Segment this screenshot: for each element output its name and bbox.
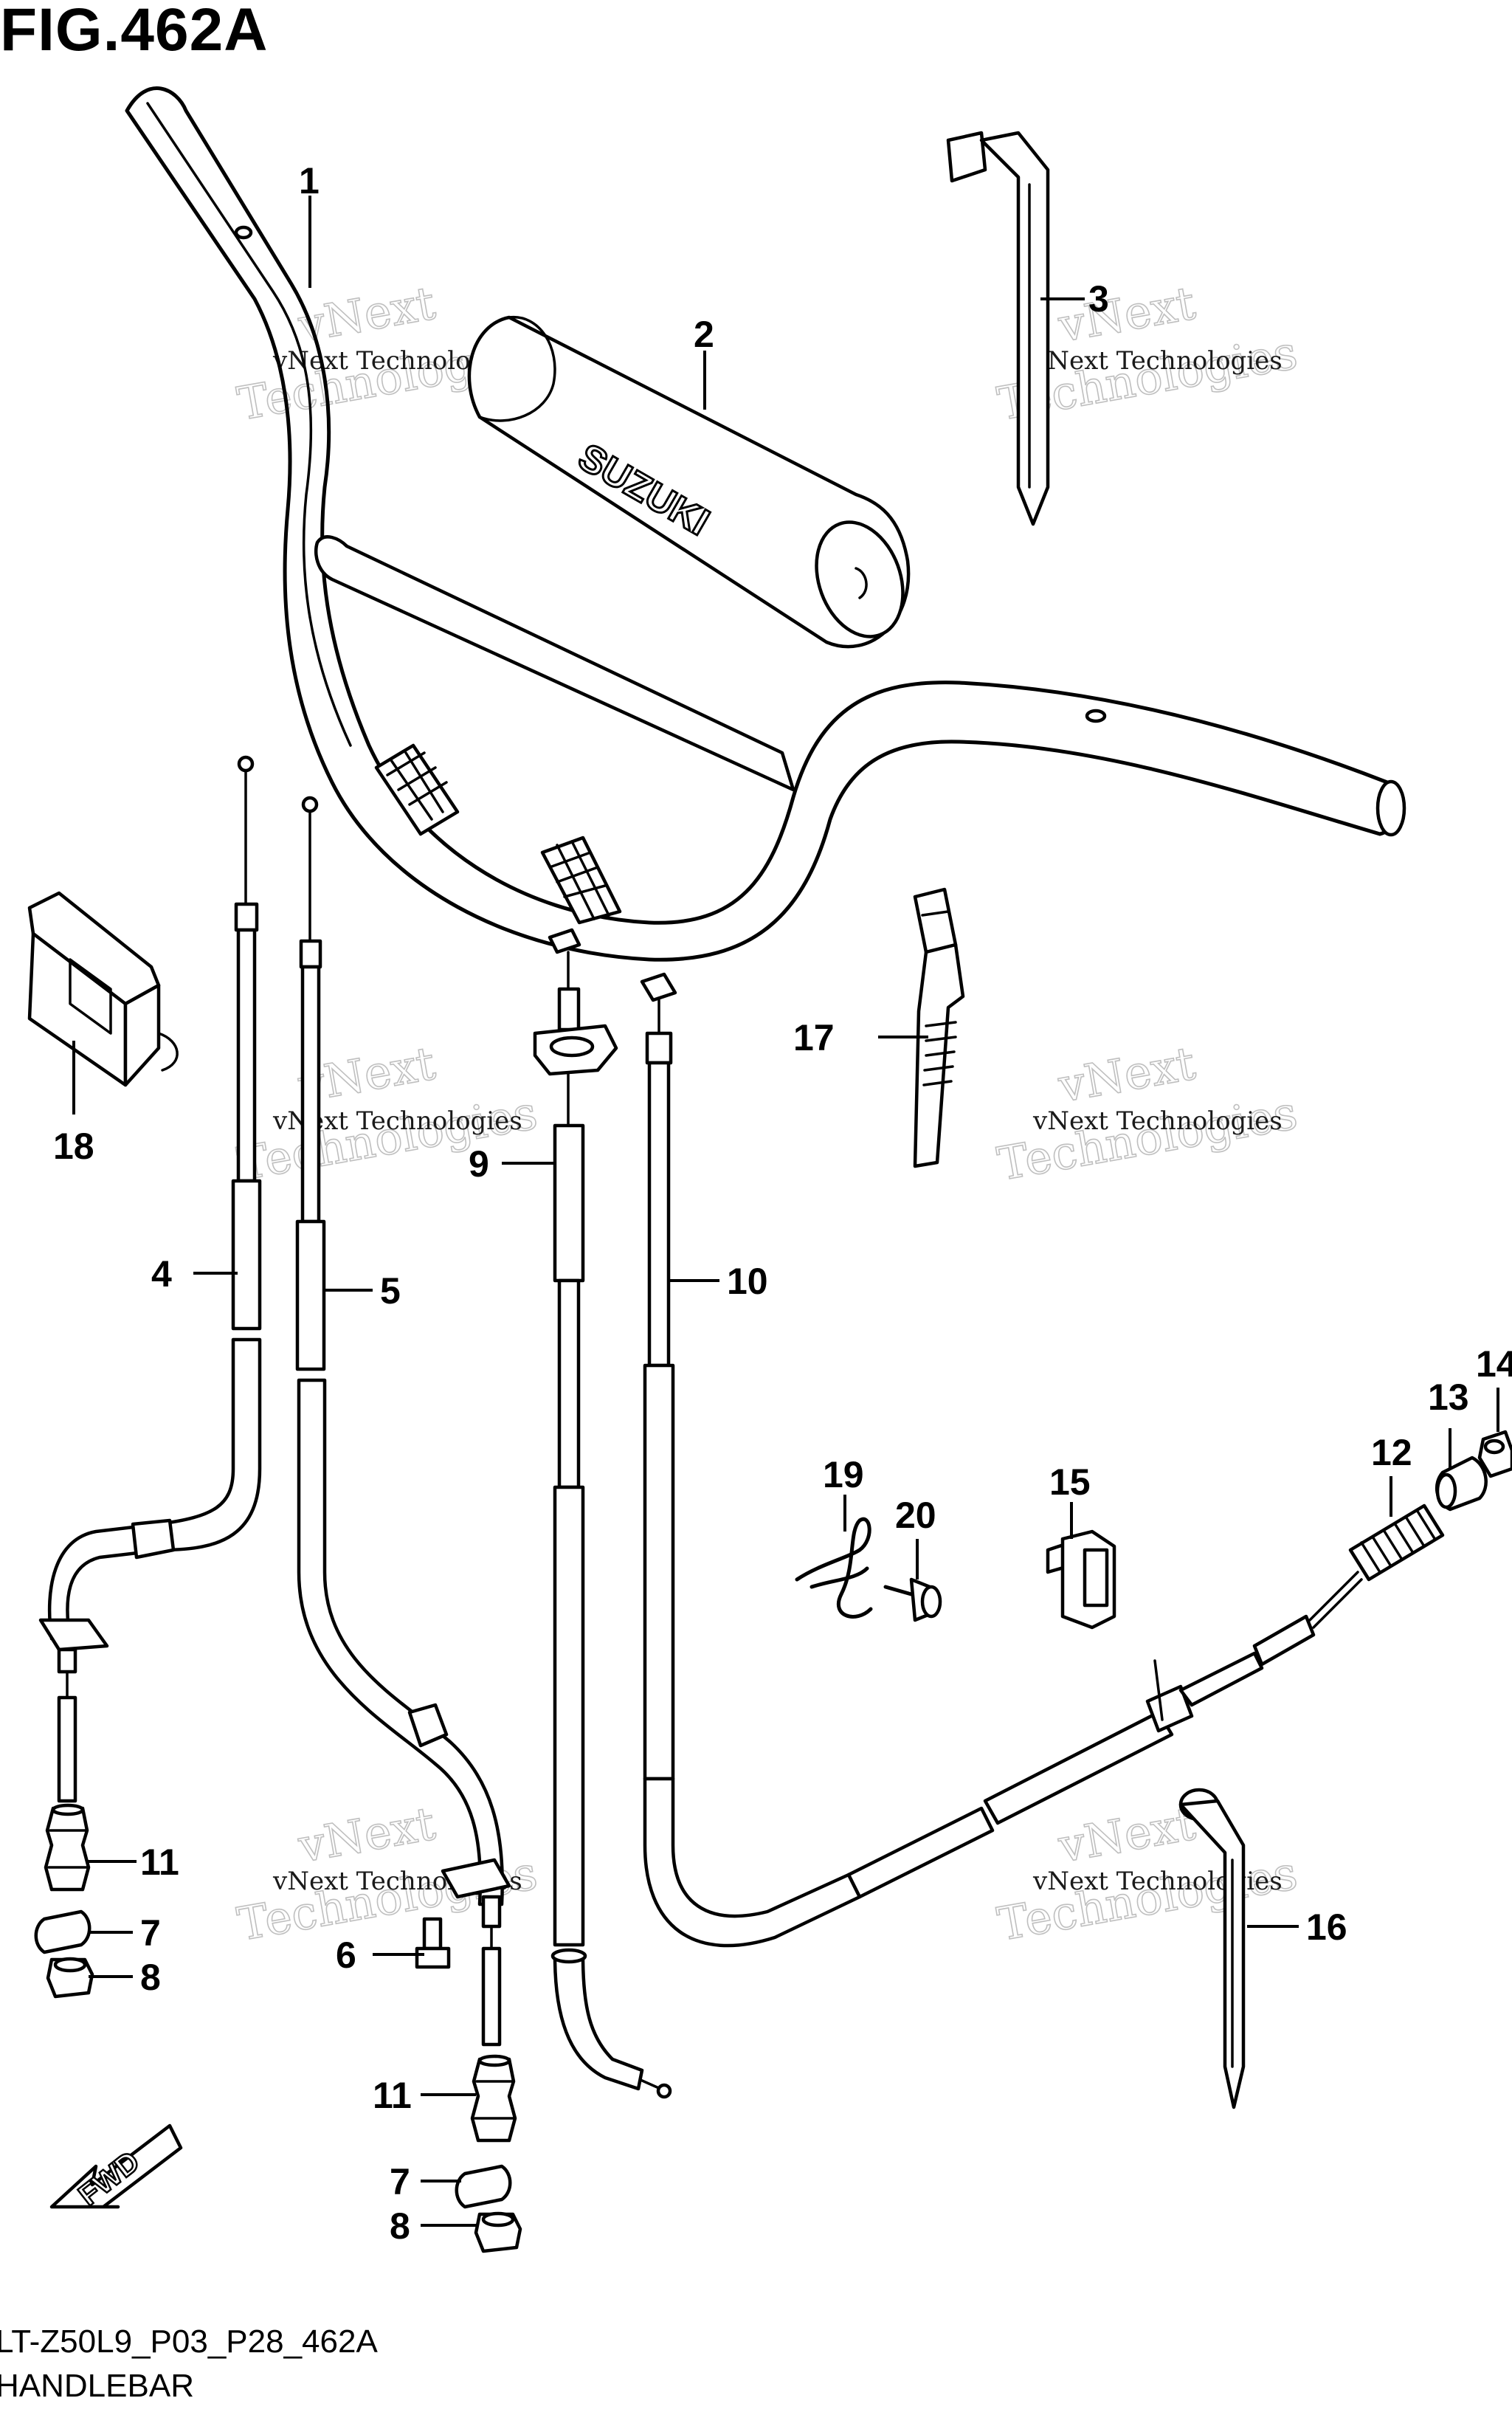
part-2-handlebar-pad: SUZUKI <box>467 315 911 649</box>
callout-8-second: 8 <box>390 2205 410 2247</box>
callout-12: 12 <box>1371 1432 1412 1473</box>
watermark-vnext: vNext <box>1054 1796 1199 1873</box>
callout-14: 14 <box>1476 1343 1512 1385</box>
part-8-nut-left <box>46 1957 94 1999</box>
part-15-clamp <box>1046 1529 1116 1630</box>
callout-18: 18 <box>53 1126 94 1167</box>
watermark-technologies: Technologies <box>233 1086 541 1191</box>
part-6-bolt <box>415 1917 451 1969</box>
callout-labels: 1 2 3 4 5 6 7 8 9 10 11 11 7 8 12 13 14 <box>53 160 1512 2247</box>
part-9-cable <box>533 928 672 2099</box>
callout-2: 2 <box>694 314 714 355</box>
part-12-spring <box>1348 1503 1445 1582</box>
callout-10: 10 <box>727 1261 768 1302</box>
watermark-text: vNext Technologies <box>1032 1106 1283 1136</box>
watermark-vnext: vNext <box>1054 276 1199 353</box>
figure-code: LT-Z50L9_P03_P28_462A <box>0 2323 378 2360</box>
part-18-bracket <box>27 891 179 1087</box>
part-11-boot-left <box>44 1803 91 1892</box>
part-13-collar <box>1435 1455 1488 1512</box>
callout-16: 16 <box>1306 1906 1347 1948</box>
watermark-vnext: vNext <box>294 1796 439 1873</box>
knurl-left <box>374 743 460 836</box>
callout-1: 1 <box>299 160 320 201</box>
part-14-nut <box>1477 1430 1512 1478</box>
figure-name: HANDLEBAR <box>0 2368 194 2404</box>
knurl-right <box>540 836 622 925</box>
part-4-cable <box>47 755 262 1641</box>
callout-9: 9 <box>469 1143 489 1185</box>
callout-15: 15 <box>1049 1461 1091 1503</box>
callout-4: 4 <box>151 1253 172 1295</box>
callout-3: 3 <box>1088 278 1109 320</box>
callout-11: 11 <box>140 1842 179 1883</box>
callout-8: 8 <box>140 1957 161 1998</box>
part-1-handlebar <box>125 86 1406 962</box>
part-3-wire-tie <box>946 131 1050 526</box>
callout-7: 7 <box>140 1912 161 1954</box>
callout-5: 5 <box>380 1270 401 1312</box>
part-8-nut-right <box>474 2211 522 2253</box>
callout-7-second: 7 <box>390 2161 410 2202</box>
cable-4-end-bracket <box>38 1618 109 1803</box>
part-7-collar-left <box>34 1909 92 1954</box>
part-19-clip <box>795 1517 873 1619</box>
watermark-technologies: Technologies <box>993 1846 1301 1951</box>
part-10-cable <box>640 972 1363 1948</box>
callout-20: 20 <box>895 1495 936 1536</box>
watermark-text: vNext Technologies <box>1032 346 1283 376</box>
part-5-cable <box>295 796 504 1906</box>
part-7-collar-right <box>455 2164 512 2209</box>
watermark-technologies: Technologies <box>993 1086 1301 1191</box>
figure-title: FIG.462A <box>0 0 269 63</box>
watermark-vnext: vNext <box>1054 1036 1199 1113</box>
callout-13: 13 <box>1428 1377 1469 1418</box>
part-17-strap <box>913 887 965 1168</box>
part-16-wire-tie <box>1178 1788 1246 2109</box>
fwd-arrow-icon: FWD <box>49 2123 183 2213</box>
callout-11-second: 11 <box>373 2075 412 2116</box>
part-11-boot-right <box>470 2054 517 2143</box>
cable-5-end-bracket <box>441 1858 511 2047</box>
callout-6: 6 <box>336 1935 356 1976</box>
part-20-bolt <box>883 1577 942 1622</box>
callout-19: 19 <box>823 1454 864 1495</box>
callout-17: 17 <box>793 1017 835 1058</box>
